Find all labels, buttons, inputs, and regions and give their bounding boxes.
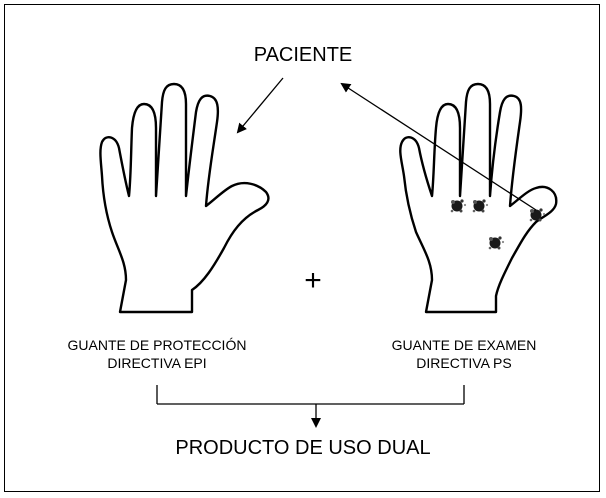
patient-label: PACIENTE: [253, 44, 353, 66]
dual-use-product-label: PRODUCTO DE USO DUAL: [175, 437, 431, 459]
germ-icon-2: [472, 199, 489, 213]
protective-glove-caption-line2: DIRECTIVA EPI: [107, 355, 207, 371]
exam-glove-caption-line2: DIRECTIVA PS: [416, 355, 512, 371]
germ-icon-1: [450, 199, 467, 213]
plus-sign: +: [304, 264, 322, 297]
exam-glove-caption-line1: GUANTE DE EXAMEN: [391, 337, 537, 353]
left-glove-icon: [99, 82, 270, 314]
arrow-to-left-glove: [236, 77, 284, 134]
bracket-connector: [156, 385, 465, 428]
diagram-frame: [4, 4, 600, 492]
germ-icon-3: [529, 208, 546, 222]
arrow-to-patient: [340, 82, 537, 211]
protective-glove-caption: GUANTE DE PROTECCIÓN DIRECTIVA EPI: [68, 336, 247, 372]
exam-glove-caption: GUANTE DE EXAMEN DIRECTIVA PS: [392, 336, 537, 372]
germ-icon-4: [488, 236, 505, 250]
protective-glove-caption-line1: GUANTE DE PROTECCIÓN: [67, 337, 247, 353]
right-glove-icon: [399, 82, 558, 314]
